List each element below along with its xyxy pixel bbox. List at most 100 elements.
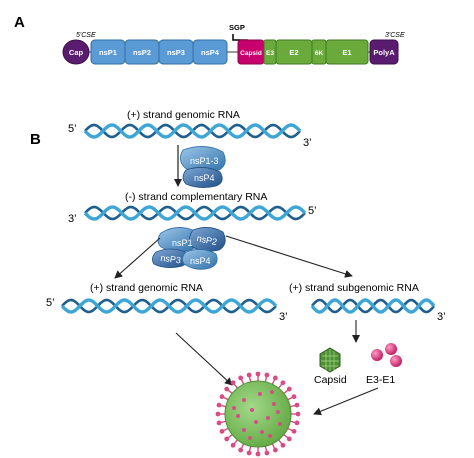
virion-spike-head <box>216 420 222 426</box>
helix-front-strand <box>83 205 307 221</box>
arrow-proteins-to-virion <box>313 387 379 416</box>
cse5-label: 5'CSE <box>76 32 96 39</box>
virion-surface-dot <box>272 402 276 406</box>
rna-plus-genomic-top-label: (+) strand genomic RNA <box>127 109 240 121</box>
polya-element <box>369 39 399 65</box>
helix-front-strand <box>83 123 302 139</box>
virion-spike-head <box>230 442 236 448</box>
virion-surface-dot <box>236 414 240 418</box>
gene-nsp4 <box>192 39 228 65</box>
virion-spike-head <box>246 450 252 456</box>
enzyme-nsp13-nsp4: nsP1-3 nsP4 <box>180 146 226 188</box>
genome-map: 5'CSE 3'CSE SGP Cap nsP1 nsP2 nsP3 nsP4 … <box>62 23 405 65</box>
enzyme-nsp4-label: nsP4 <box>194 173 215 183</box>
helix-bl-3end: 3’ <box>279 311 288 323</box>
gene-e1-label: E1 <box>342 48 351 57</box>
virion-surface-dot <box>268 434 272 438</box>
virion-spike-head <box>280 442 286 448</box>
virion-surface-dot <box>242 398 246 402</box>
virion-spike-head <box>219 394 225 400</box>
e3-e1-spheres-icon <box>371 343 402 367</box>
helix-top-5end: 5’ <box>68 123 77 135</box>
sgp-label: SGP <box>229 23 245 32</box>
virion-surface-dot <box>278 422 282 426</box>
replication-complex: nsP1 nsP2 nsP3 nsP4 <box>152 227 226 270</box>
virion-spike-head <box>216 402 222 408</box>
gene-e2-label: E2 <box>289 48 298 57</box>
complex-nsp3-label: nsP3 <box>160 253 182 266</box>
virion-envelope <box>224 380 292 448</box>
virion-spike-head <box>238 447 244 453</box>
virion-spike-head <box>294 402 300 408</box>
polya-label: PolyA <box>373 48 395 57</box>
virion-spike-head <box>286 386 292 392</box>
virion-spike-head <box>219 428 225 434</box>
virion-spike-head <box>264 450 270 456</box>
capsid-icon <box>319 347 341 373</box>
virion-spike-head <box>291 428 297 434</box>
rna-minus-label: (-) strand complementary RNA <box>125 191 267 203</box>
rna-plus-subgenomic-label: (+) strand subgenomic RNA <box>289 282 419 294</box>
virion-spike-head <box>272 375 278 381</box>
virion-spike-head <box>230 380 236 386</box>
arrow-to-plus-subgenomic <box>225 235 353 278</box>
complex-nsp1-label: nsP1 <box>172 238 193 248</box>
rna-helix-plus-subgenomic <box>310 298 436 314</box>
virion-spike-head <box>215 411 221 417</box>
cap-label: Cap <box>69 48 84 57</box>
virion-spike-head <box>286 436 292 442</box>
virion-spike-head <box>295 411 301 417</box>
virion-spike-head <box>238 375 244 381</box>
virion-spike-head <box>264 372 270 378</box>
rna-helix-plus-genomic-bottom <box>60 298 278 314</box>
virion-surface-dot <box>260 430 264 434</box>
arrow-genomic-to-virion <box>175 332 233 386</box>
virion-icon <box>215 371 301 457</box>
gene-nsp4-label: nsP4 <box>201 48 220 57</box>
virion-spike-head <box>224 436 230 442</box>
virion-spike-head <box>255 371 261 377</box>
virion-surface-dot <box>266 416 270 420</box>
virion-surface-dot <box>276 410 280 414</box>
virion-surface-dot <box>242 428 246 432</box>
helix-mid-5end: 5’ <box>308 205 317 217</box>
virion-surface-dot <box>232 406 236 410</box>
arrow-to-plus-genomic <box>114 237 161 279</box>
e3e1-product-label: E3-E1 <box>366 374 395 386</box>
virion-surface-dot <box>270 390 274 394</box>
virion-surface-dot <box>254 420 258 424</box>
helix-top-3end: 3’ <box>303 137 312 149</box>
capsid-product-label: Capsid <box>314 374 347 386</box>
rna-helix-plus-genomic-top <box>83 123 302 139</box>
rna-plus-genomic-bottom-label: (+) strand genomic RNA <box>90 282 203 294</box>
complex-nsp4-label: nsP4 <box>190 256 211 266</box>
virion-spike-head <box>294 420 300 426</box>
virion-spike-head <box>255 451 261 457</box>
gene-e1 <box>325 39 369 65</box>
virion-spike-head <box>291 394 297 400</box>
helix-mid-3end: 3’ <box>68 213 77 225</box>
enzyme-nsp13-label: nsP1-3 <box>190 156 219 166</box>
virion-surface-dot <box>248 436 252 440</box>
virion-spike-head <box>224 386 230 392</box>
gene-6k-label: 6K <box>315 50 324 57</box>
gene-capsid-label: Capsid <box>240 50 262 57</box>
rna-helix-minus <box>83 205 307 221</box>
helix-front-strand <box>60 298 278 314</box>
gene-e3-label: E3 <box>266 50 274 57</box>
virion-spike-head <box>272 447 278 453</box>
cap-element <box>62 39 90 65</box>
virion-spike-head <box>246 372 252 378</box>
cse3-label: 3'CSE <box>385 32 405 39</box>
virion-surface-dot <box>250 408 254 412</box>
virion-surface-dot <box>258 392 262 396</box>
helix-br-3end: 3’ <box>437 311 446 323</box>
panel-label-a: A <box>14 14 25 31</box>
gene-nsp1-label: nsP1 <box>99 48 117 57</box>
gene-nsp3-label: nsP3 <box>167 48 185 57</box>
complex-nsp2-label: nsP2 <box>196 233 218 247</box>
gene-nsp2-label: nsP2 <box>133 48 151 57</box>
virion-spike-head <box>280 380 286 386</box>
helix-front-strand <box>310 298 436 314</box>
